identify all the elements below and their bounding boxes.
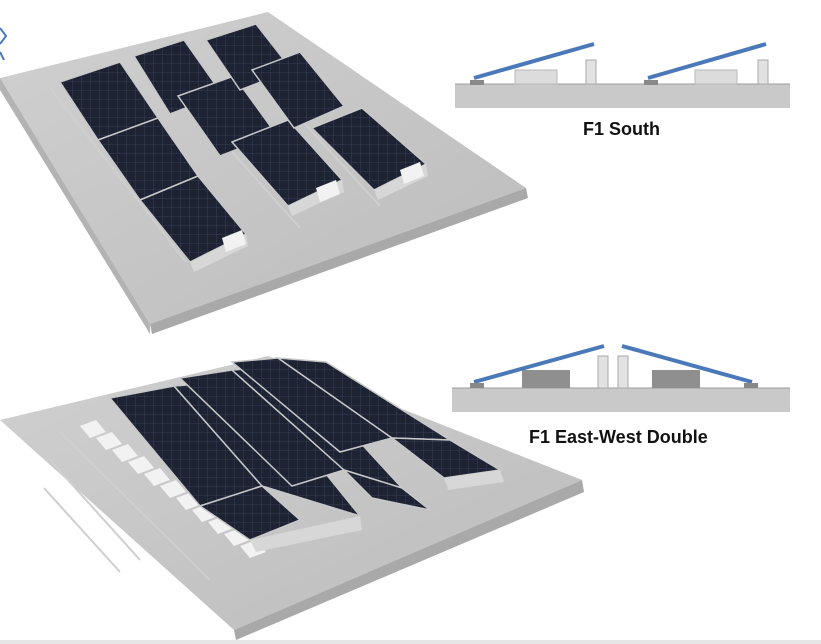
center-post	[617, 355, 629, 389]
panel-beam	[473, 42, 595, 80]
roof-slab-side	[150, 188, 528, 334]
east-west-profile-diagram	[452, 344, 790, 412]
panel-support-frame	[444, 470, 504, 490]
panel-beam	[621, 344, 753, 384]
roof-slab-side	[234, 480, 584, 640]
roof-section	[455, 84, 790, 108]
rear-post	[585, 59, 597, 85]
ballast-block	[316, 180, 340, 202]
panel-row-1	[58, 61, 248, 272]
rear-post	[757, 59, 769, 85]
solar-panel	[250, 51, 346, 129]
bottom-divider	[0, 640, 821, 644]
ballast-block	[652, 370, 700, 388]
panel-beam	[473, 344, 605, 384]
center-post	[597, 355, 609, 389]
panel-row-2	[132, 39, 344, 216]
blue-bracket-icon	[0, 27, 8, 61]
south-caption: F1 South	[583, 119, 660, 139]
south-rooftop-3d	[0, 12, 528, 334]
panel-row-ew-3	[230, 357, 504, 490]
solar-panel	[198, 485, 302, 541]
panel-beam	[647, 42, 767, 80]
ballast-block	[694, 69, 738, 85]
east-west-caption: F1 East-West Double	[529, 427, 708, 447]
panel-support-frame	[250, 516, 362, 552]
mounting-rails	[43, 431, 211, 581]
roof-slab-left	[0, 78, 150, 334]
base-foot	[470, 383, 484, 388]
base-foot	[644, 80, 658, 85]
roof-section	[452, 388, 790, 412]
east-west-rooftop-3d	[0, 356, 584, 640]
ballast-block	[522, 370, 570, 388]
south-profile-diagram	[455, 42, 790, 108]
ballast-block	[222, 230, 246, 252]
ballast-block	[514, 69, 558, 85]
ballast-block	[400, 162, 424, 184]
panel-row-3	[204, 23, 428, 200]
base-foot	[470, 80, 484, 85]
solar-panel	[343, 469, 431, 511]
base-foot	[744, 383, 758, 388]
